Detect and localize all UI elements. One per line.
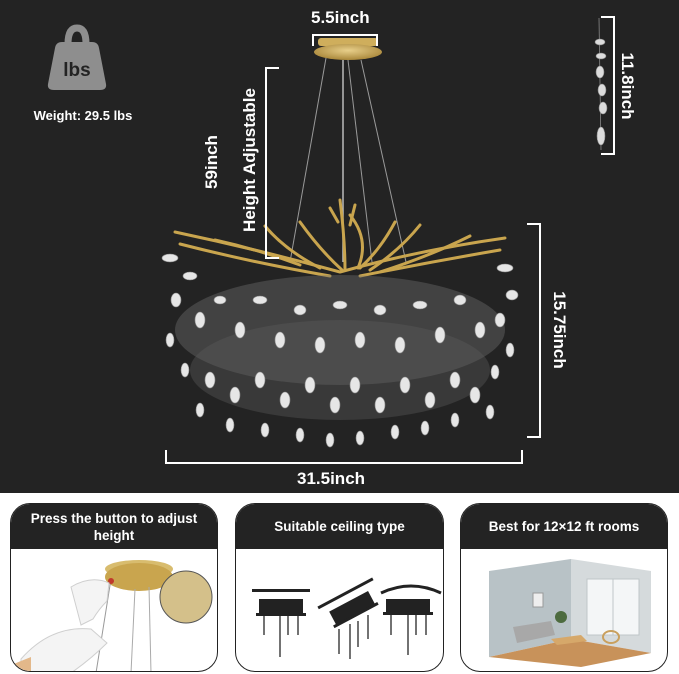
feature-card-adjust-height: Press the button to adjust height	[10, 503, 218, 672]
crystal-length-bracket	[601, 16, 615, 155]
living-room-illustration	[461, 549, 667, 671]
svg-text:lbs: lbs	[63, 60, 90, 81]
card-title: Suitable ceiling type	[236, 504, 443, 549]
weight-label: Weight: 29.5 lbs	[33, 108, 133, 123]
crystal-length-label: 11.8inch	[618, 52, 637, 120]
card-title: Best for 12×12 ft rooms	[461, 504, 667, 549]
product-dimensions-panel: lbs Weight: 29.5 lbs	[0, 0, 679, 493]
height-value-label: 59inch	[202, 135, 221, 189]
hand-pressing-button-illustration	[11, 549, 217, 671]
feature-card-ceiling-type: Suitable ceiling type	[235, 503, 444, 672]
fixture-height-label: 15.75inch	[550, 291, 569, 369]
canopy-width-label: 5.5inch	[311, 8, 370, 27]
card-title: Press the button to adjust height	[11, 504, 217, 549]
canopy-width-bracket	[312, 34, 378, 46]
feature-card-room-size: Best for 12×12 ft rooms	[460, 503, 668, 672]
fixture-height-bracket	[527, 223, 541, 438]
height-adjustable-bracket	[265, 67, 279, 259]
feature-cards: Press the button to adjust height Suitab…	[0, 503, 679, 674]
sloped-ceiling-icon	[317, 577, 379, 629]
fixture-width-label: 31.5inch	[297, 469, 366, 488]
chandelier-image	[161, 17, 608, 448]
height-adjustable-label: Height Adjustable	[240, 88, 259, 232]
weight-icon: lbs	[47, 24, 107, 90]
fixture-width-bracket	[165, 450, 523, 464]
flat-ceiling-icon	[252, 589, 310, 657]
ceiling-types-illustration	[236, 549, 443, 671]
curved-ceiling-icon	[380, 584, 442, 655]
